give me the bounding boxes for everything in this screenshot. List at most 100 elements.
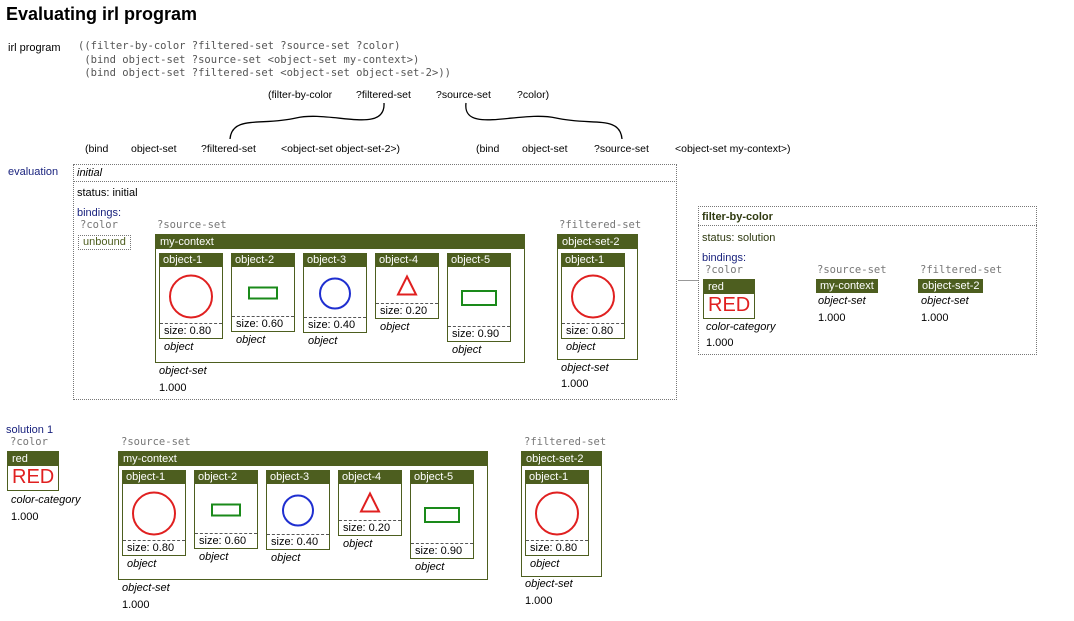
rect-shape (424, 507, 460, 523)
object-size: size: 0.80 (562, 323, 624, 338)
object-card[interactable]: object-3 size: 0.40 (266, 470, 330, 550)
filter-panel-bindings-label: bindings: (702, 252, 747, 264)
net-top-filtered: ?filtered-set (356, 89, 411, 101)
object-card[interactable]: object-4 size: 0.20 (338, 470, 402, 536)
object-type-label: object (566, 341, 596, 353)
object-name: object-3 (304, 254, 366, 267)
object-card[interactable]: object-1 size: 0.80 (561, 253, 625, 339)
network-links (229, 102, 623, 140)
object-name: object-1 (526, 471, 588, 484)
filter-panel-title: filter-by-color (702, 211, 773, 223)
evaluation-node-header (73, 164, 677, 182)
fp-filtered-var: ?filtered-set (920, 264, 1003, 276)
panel-connector (678, 280, 699, 281)
object-type-label: object (271, 552, 301, 564)
object-type-label: object (199, 551, 229, 563)
triangle-shape (359, 491, 381, 513)
evaluation-bindings-label: bindings: (77, 207, 122, 219)
object-name: object-2 (232, 254, 294, 267)
sol-color-big: RED (12, 466, 55, 488)
object-set-score: 1.000 (561, 378, 589, 390)
link-source (465, 102, 623, 140)
fp-color-var: ?color (705, 264, 743, 276)
object-card[interactable]: object-1 size: 0.80 (122, 470, 186, 556)
object-size: size: 0.60 (232, 316, 294, 331)
object-set-name: my-context (156, 235, 524, 249)
object-type-label: object (127, 558, 157, 570)
evaluation-label: evaluation (8, 166, 59, 178)
sol-filtered-var: ?filtered-set (524, 436, 607, 448)
rect-shape (248, 286, 278, 300)
page-title: Evaluating irl program (6, 4, 198, 24)
object-type-label: object (452, 344, 482, 356)
sol-color-score: 1.000 (11, 511, 39, 523)
fp-source-var: ?source-set (817, 264, 887, 276)
object-size: size: 0.80 (123, 540, 185, 555)
object-set-type-label: object-set (159, 365, 207, 377)
object-name: object-3 (267, 471, 329, 484)
net-left-op: (bind (85, 143, 109, 155)
evaluation-node[interactable] (73, 164, 677, 400)
eval-source-var: ?source-set (157, 219, 227, 231)
object-set-name: object-set-2 (522, 452, 601, 466)
object-size: size: 0.90 (448, 326, 510, 341)
filter-panel[interactable] (698, 206, 1037, 355)
object-name: object-1 (160, 254, 222, 267)
triangle-shape (396, 274, 418, 296)
sol-color-var: ?color (10, 436, 48, 448)
fp-filtered-score: 1.000 (921, 312, 949, 324)
object-size: size: 0.90 (411, 543, 473, 558)
fp-color-type: color-category (706, 321, 776, 333)
net-left-var: ?filtered-set (201, 143, 256, 155)
object-size: size: 0.80 (526, 540, 588, 555)
object-set-name: object-set-2 (558, 235, 637, 249)
net-left-type: object-set (131, 143, 177, 155)
sol-color-type: color-category (11, 494, 81, 506)
rect-shape (211, 503, 241, 517)
object-name: object-4 (339, 471, 401, 484)
object-card[interactable]: object-1 size: 0.80 (525, 470, 589, 556)
net-right-var: ?source-set (594, 143, 649, 155)
sol-source-var: ?source-set (121, 436, 191, 448)
fp-color-box: red RED (703, 279, 755, 319)
object-name: object-4 (376, 254, 438, 267)
net-top-source: ?source-set (436, 89, 491, 101)
object-size: size: 0.40 (304, 317, 366, 332)
object-name: object-1 (562, 254, 624, 267)
object-type-label: object (380, 321, 410, 333)
net-top-color: ?color) (517, 89, 550, 101)
object-name: object-1 (123, 471, 185, 484)
object-type-label: object (308, 335, 338, 347)
object-card[interactable]: object-1 size: 0.80 (159, 253, 223, 339)
object-card[interactable]: object-2 size: 0.60 (231, 253, 295, 332)
object-type-label: object (236, 334, 266, 346)
object-size: size: 0.20 (376, 303, 438, 318)
object-size: size: 0.40 (267, 534, 329, 549)
eval-filtered-var: ?filtered-set (559, 219, 642, 231)
object-size: size: 0.80 (160, 323, 222, 338)
object-card[interactable]: object-4 size: 0.20 (375, 253, 439, 319)
object-size: size: 0.60 (195, 533, 257, 548)
fp-source-value[interactable]: my-context (816, 279, 878, 293)
rect-shape (461, 290, 497, 306)
fp-filtered-type: object-set (921, 295, 969, 307)
object-type-label: object (164, 341, 194, 353)
object-type-label: object (343, 538, 373, 550)
net-right-op: (bind (476, 143, 500, 155)
fp-color-big: RED (708, 294, 751, 316)
object-set-score: 1.000 (159, 382, 187, 394)
object-name: object-5 (448, 254, 510, 267)
eval-color-unbound: unbound (78, 235, 131, 250)
net-left-value: <object-set object-set-2>) (281, 143, 401, 155)
object-size: size: 0.20 (339, 520, 401, 535)
circle-shape (132, 491, 176, 536)
solution-label: solution 1 (6, 424, 54, 436)
circle-shape (535, 491, 579, 536)
object-set-score: 1.000 (525, 595, 553, 607)
fp-filtered-value[interactable]: object-set-2 (918, 279, 984, 293)
net-right-value: <object-set my-context>) (675, 143, 791, 155)
object-card[interactable]: object-3 size: 0.40 (303, 253, 367, 333)
object-card[interactable]: object-5 size: 0.90 (447, 253, 511, 342)
